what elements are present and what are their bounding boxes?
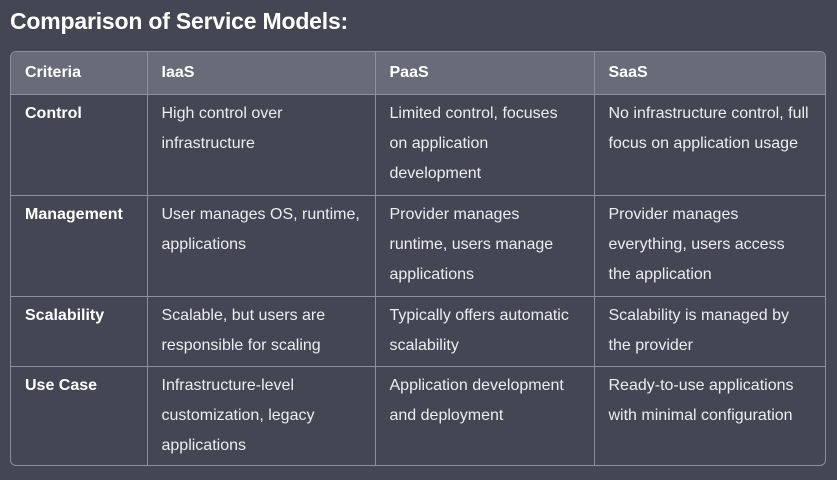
cell-paas: Application development and deployment [375,366,595,465]
row-criteria: Control [11,94,148,196]
table-header-row: Criteria IaaS PaaS SaaS [11,52,825,95]
row-criteria: Management [11,195,148,297]
table-row: Management User manages OS, runtime, app… [11,195,825,297]
cell-saas: Scalability is managed by the provider [594,296,825,367]
table-row: Use Case Infrastructure-level customizat… [11,366,825,465]
cell-iaas: Infrastructure-level customization, lega… [147,366,376,465]
cell-saas: Ready-to-use applications with minimal c… [608,376,794,424]
cell-saas: Provider manages everything, users acces… [594,195,825,297]
cell-iaas: User manages OS, runtime, applications [147,195,376,297]
table-row: Scalability Scalable, but users are resp… [11,296,825,367]
comparison-table-container: Criteria IaaS PaaS SaaS Control High con… [10,51,826,466]
cell-saas: No infrastructure control, full focus on… [594,94,825,196]
header-paas: PaaS [375,52,595,95]
cell-paas: Provider manages runtime, users manage a… [375,195,595,297]
cell-paas: Typically offers automatic scalability [375,296,595,367]
row-criteria: Scalability [11,296,148,367]
cell-paas: Limited control, focuses on application … [375,94,595,196]
table-row: Control High control over infrastructure… [11,94,825,196]
header-saas: SaaS [594,52,825,95]
header-criteria: Criteria [11,52,148,95]
header-iaas: IaaS [147,52,376,95]
cell-iaas: Scalable, but users are responsible for … [147,296,376,367]
comparison-table: Criteria IaaS PaaS SaaS Control High con… [11,52,825,465]
cell-iaas: High control over infrastructure [147,94,376,196]
page-title: Comparison of Service Models: [10,8,348,34]
row-criteria: Use Case [11,366,148,465]
